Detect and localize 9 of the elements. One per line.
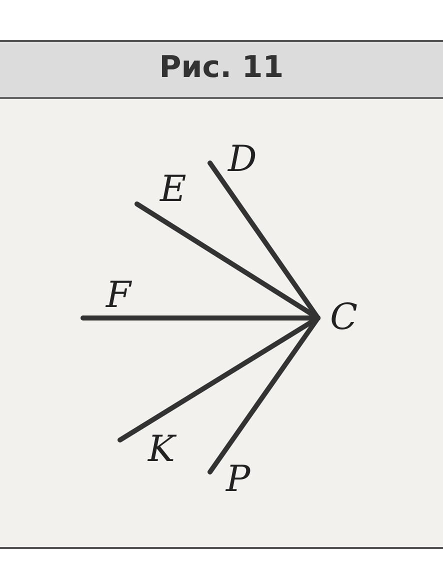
point-label: C [330,300,358,336]
point-label: K [148,432,175,468]
point-label: D [228,142,257,178]
ray-line [80,316,320,320]
point-label: E [160,172,186,208]
point-label: P [226,462,250,498]
figure-title: Рис. 11 [158,50,285,85]
ray-line [208,316,320,474]
point-label: F [106,278,131,314]
